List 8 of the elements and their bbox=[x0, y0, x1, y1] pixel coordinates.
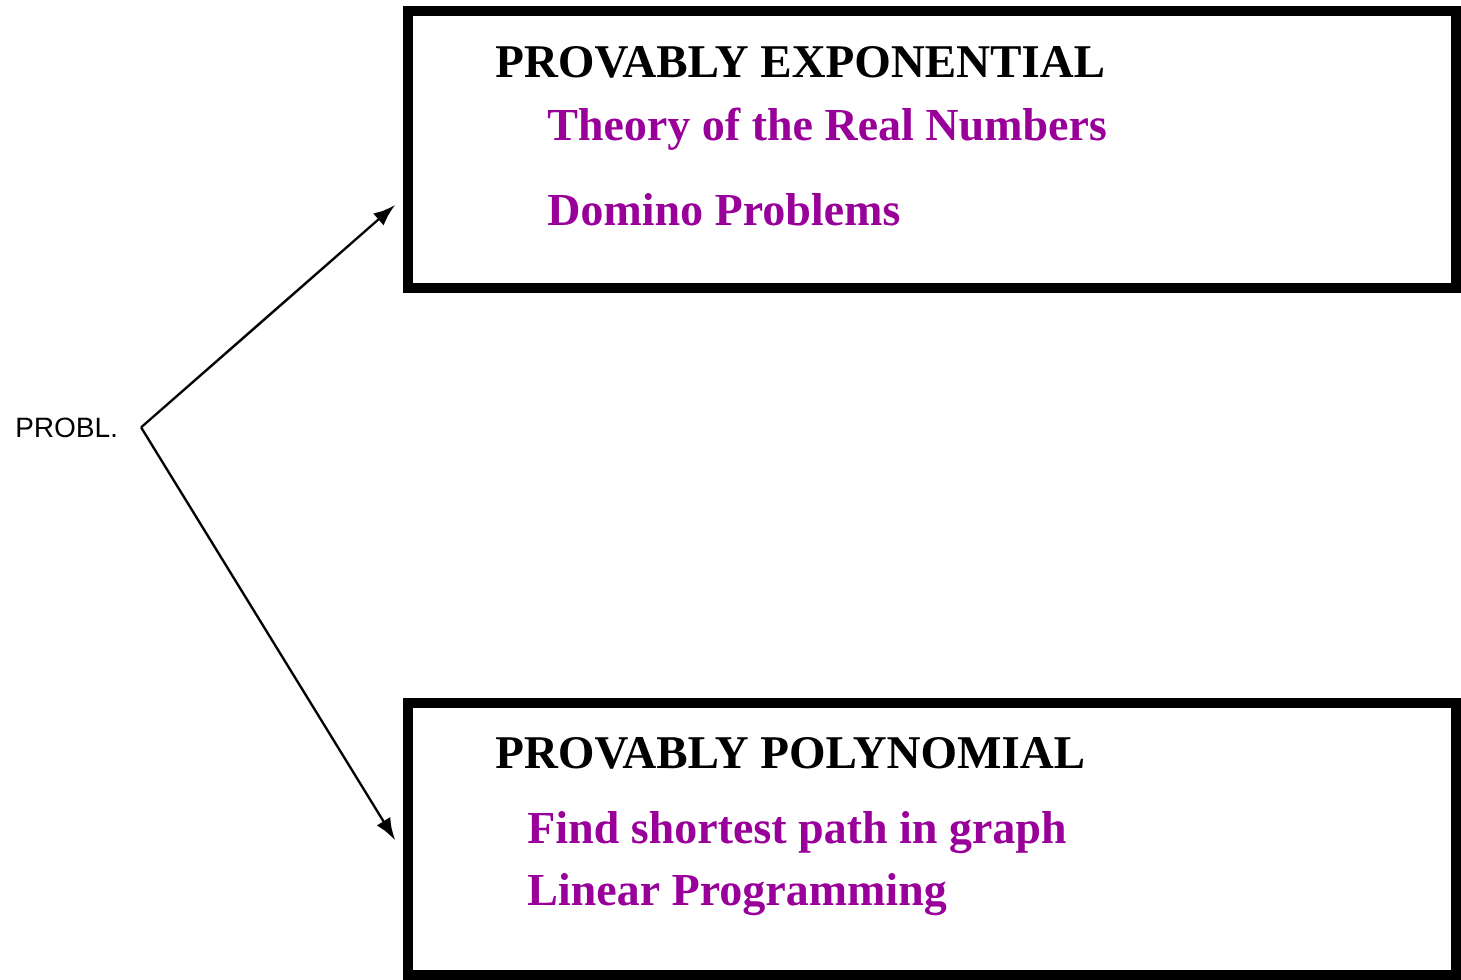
list-item: Linear Programming bbox=[528, 873, 947, 916]
list-item: Find shortest path in graph bbox=[528, 811, 1066, 854]
arrow bbox=[140, 207, 393, 429]
heading: PROVABLY POLYNOMIAL bbox=[496, 736, 1084, 769]
label-text: PROBL. bbox=[17, 417, 116, 438]
list-item: Domino Problems bbox=[548, 193, 900, 226]
heading: PROVABLY EXPONENTIAL bbox=[496, 45, 1103, 78]
list-item: Theory of the Real Numbers bbox=[547, 107, 1106, 150]
